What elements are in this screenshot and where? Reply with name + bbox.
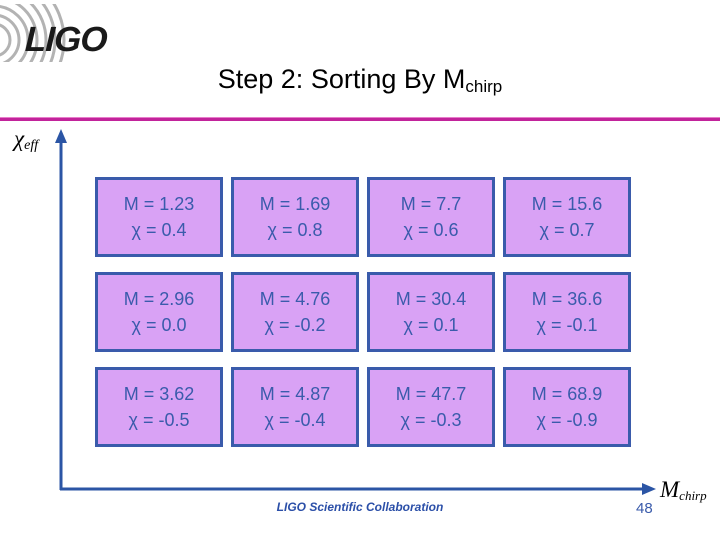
cell-chi-label: χ = 0.0	[131, 315, 187, 335]
grid-cell[interactable]: M = 7.7 χ = 0.6	[367, 177, 495, 257]
cell-mass-label: M = 47.7	[395, 383, 467, 404]
header-divider	[0, 117, 720, 121]
cell-chi-label: χ = -0.1	[536, 315, 598, 335]
cell-mass-label: M = 1.23	[123, 193, 195, 214]
cell-chi-label: χ = -0.2	[264, 315, 326, 335]
grid-cell[interactable]: M = 1.69 χ = 0.8	[231, 177, 359, 257]
cell-mass-label: M = 1.69	[259, 193, 331, 214]
page-title: Step 2: Sorting By Mchirp	[0, 64, 720, 97]
cell-chi-label: χ = 0.1	[403, 315, 459, 335]
cell-mass-label: M = 3.62	[123, 383, 195, 404]
cell-chi-label: χ = 0.6	[403, 220, 459, 240]
grid-cell[interactable]: M = 15.6 χ = 0.7	[503, 177, 631, 257]
cell-chi-label: χ = -0.5	[128, 410, 190, 430]
grid-cell[interactable]: M = 47.7 χ = -0.3	[367, 367, 495, 447]
cell-chi-label: χ = -0.3	[400, 410, 462, 430]
cell-mass-label: M = 68.9	[531, 383, 603, 404]
cell-mass-label: M = 36.6	[531, 288, 603, 309]
cell-chi-label: χ = -0.4	[264, 410, 326, 430]
cell-chi-label: χ = 0.7	[539, 220, 595, 240]
x-axis-label-subscript: chirp	[679, 488, 707, 503]
ligo-arcs-icon	[0, 0, 135, 78]
grid-cell[interactable]: M = 68.9 χ = -0.9	[503, 367, 631, 447]
x-axis-label-symbol: M	[660, 477, 680, 502]
y-axis-label-subscript: eff	[24, 138, 39, 153]
grid-cell[interactable]: M = 36.6 χ = -0.1	[503, 272, 631, 352]
grid-cell[interactable]: M = 2.96 χ = 0.0	[95, 272, 223, 352]
page-title-subscript: chirp	[465, 77, 503, 96]
footer-collaboration-text: LIGO Scientific Collaboration	[276, 500, 444, 514]
ligo-wordmark: LIGO	[24, 20, 108, 59]
grid-cell[interactable]: M = 1.23 χ = 0.4	[95, 177, 223, 257]
cell-mass-label: M = 15.6	[531, 193, 603, 214]
y-axis-label-symbol: χ	[14, 126, 25, 151]
y-axis-label: χeff	[14, 126, 38, 154]
ligo-logo: LIGO	[0, 0, 135, 78]
grid-cell[interactable]: M = 4.87 χ = -0.4	[231, 367, 359, 447]
y-axis-arrowhead	[55, 129, 67, 143]
x-axis-arrowhead	[642, 483, 656, 495]
cell-chi-label: χ = 0.8	[267, 220, 323, 240]
cell-mass-label: M = 4.87	[259, 383, 331, 404]
page-number: 48	[636, 500, 653, 517]
cell-mass-label: M = 30.4	[395, 288, 467, 309]
binary-sorting-grid: M = 1.23 χ = 0.4 M = 1.69 χ = 0.8 M = 7.…	[95, 177, 633, 447]
grid-cell[interactable]: M = 30.4 χ = 0.1	[367, 272, 495, 352]
cell-mass-label: M = 7.7	[400, 193, 462, 214]
cell-mass-label: M = 2.96	[123, 288, 195, 309]
cell-chi-label: χ = 0.4	[131, 220, 187, 240]
cell-chi-label: χ = -0.9	[536, 410, 598, 430]
page-title-main: Step 2: Sorting By M	[217, 64, 466, 94]
grid-cell[interactable]: M = 3.62 χ = -0.5	[95, 367, 223, 447]
grid-cell[interactable]: M = 4.76 χ = -0.2	[231, 272, 359, 352]
cell-mass-label: M = 4.76	[259, 288, 331, 309]
x-axis-label: Mchirp	[660, 477, 707, 504]
